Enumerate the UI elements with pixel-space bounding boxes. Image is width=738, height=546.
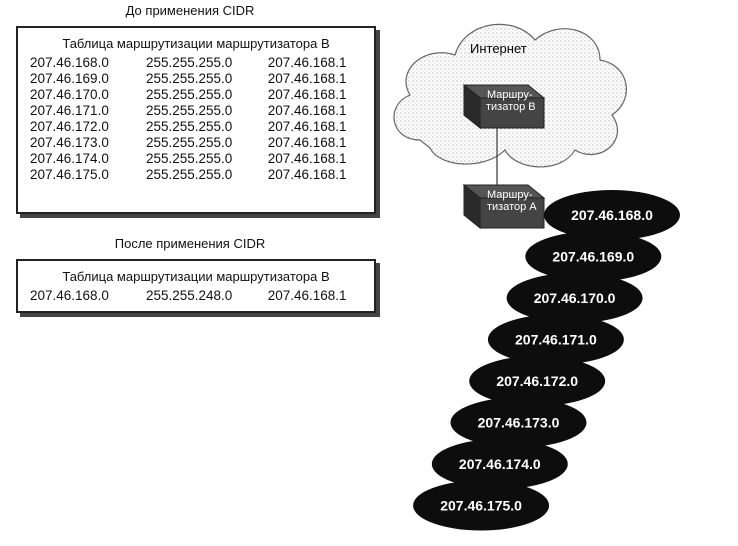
table-row: 207.46.168.0 255.255.248.0 207.46.168.1 <box>30 288 374 304</box>
subnet-ellipse <box>431 439 568 489</box>
network-address-cell: 207.46.172.0 <box>30 119 109 134</box>
subnet-1: 207.46.169.0 <box>525 231 662 282</box>
gateway-cell: 207.46.168.1 <box>267 135 347 150</box>
routing-table-after-title: Таблица маршрутизации маршрутизатора B <box>62 269 330 284</box>
subnet-mask-cell: 255.255.255.0 <box>145 55 233 70</box>
network-address-cell: 207.46.174.0 <box>30 151 109 166</box>
subnet-2: 207.46.170.0 <box>506 273 643 323</box>
subnet-6: 207.46.174.0 <box>431 439 568 489</box>
routing-table-after-rows: 207.46.168.0 255.255.248.0 207.46.168.1 <box>18 288 374 304</box>
subnet-label: 207.46.168.0 <box>571 207 653 223</box>
network-address-cell: 207.46.173.0 <box>30 135 109 150</box>
network-address-cell: 207.46.175.0 <box>30 167 109 182</box>
subnet-mask-cell: 255.255.255.0 <box>145 87 233 102</box>
gateway-cell: 207.46.168.1 <box>267 119 347 134</box>
subnet-7: 207.46.175.0 <box>413 480 550 531</box>
subnet-label: 207.46.172.0 <box>496 373 578 389</box>
gateway-cell: 207.46.168.1 <box>267 151 347 166</box>
subnet-mask-cell: 255.255.255.0 <box>145 151 233 166</box>
table-row: 207.46.171.0 255.255.255.0 207.46.168.1 <box>30 103 374 119</box>
subnet-label: 207.46.174.0 <box>459 456 541 472</box>
subnet-mask-cell: 255.255.255.0 <box>145 71 233 86</box>
subnet-4: 207.46.172.0 <box>469 356 606 406</box>
after-cidr-caption: После применения CIDR <box>114 236 266 251</box>
routing-table-before-title: Таблица маршрутизации маршрутизатора B <box>62 36 330 51</box>
routing-table-before: Таблица маршрутизации маршрутизатора B 2… <box>16 26 376 214</box>
subnet-label: 207.46.171.0 <box>515 332 597 348</box>
router-b: Маршру- тизатор B <box>462 83 546 130</box>
network-address-cell: 207.46.168.0 <box>30 288 109 303</box>
network-address-cell: 207.46.168.0 <box>30 55 109 70</box>
subnet-ellipse <box>413 480 550 531</box>
router-a-label-line2: тизатор A <box>487 201 537 213</box>
gateway-cell: 207.46.168.1 <box>267 55 347 70</box>
subnet-label: 207.46.169.0 <box>552 249 634 265</box>
router-b-label-line1: Маршру- <box>487 89 533 101</box>
subnet-mask-cell: 255.255.255.0 <box>145 103 233 118</box>
routing-table-after: Таблица маршрутизации маршрутизатора B 2… <box>16 259 376 313</box>
table-row: 207.46.169.0 255.255.255.0 207.46.168.1 <box>30 71 374 87</box>
subnet-mask-cell: 255.255.255.0 <box>145 119 233 134</box>
subnet-ellipse <box>525 231 662 282</box>
before-cidr-caption: До применения CIDR <box>125 3 255 18</box>
internet-label: Интернет <box>470 41 527 56</box>
router-a: Маршру- тизатор A <box>462 183 546 230</box>
subnet-label: 207.46.173.0 <box>478 415 560 431</box>
subnet-ellipse <box>487 314 624 365</box>
gateway-cell: 207.46.168.1 <box>267 87 347 102</box>
gateway-cell: 207.46.168.1 <box>267 71 347 86</box>
subnet-5: 207.46.173.0 <box>450 397 587 448</box>
subnet-ellipse <box>506 273 643 323</box>
table-row: 207.46.172.0 255.255.255.0 207.46.168.1 <box>30 119 374 135</box>
network-address-cell: 207.46.171.0 <box>30 103 109 118</box>
router-a-label-line1: Маршру- <box>487 189 533 201</box>
table-row: 207.46.173.0 255.255.255.0 207.46.168.1 <box>30 135 374 151</box>
table-row: 207.46.168.0 255.255.255.0 207.46.168.1 <box>30 55 374 71</box>
subnet-ellipse <box>450 397 587 448</box>
table-row: 207.46.175.0 255.255.255.0 207.46.168.1 <box>30 167 374 183</box>
subnet-mask-cell: 255.255.255.0 <box>145 167 233 182</box>
subnet-label: 207.46.170.0 <box>534 290 616 306</box>
subnet-mask-cell: 255.255.248.0 <box>145 288 233 303</box>
network-address-cell: 207.46.169.0 <box>30 71 109 86</box>
subnet-ellipse <box>544 190 680 240</box>
gateway-cell: 207.46.168.1 <box>267 288 347 303</box>
table-row: 207.46.174.0 255.255.255.0 207.46.168.1 <box>30 151 374 167</box>
subnet-label: 207.46.175.0 <box>440 498 522 514</box>
gateway-cell: 207.46.168.1 <box>267 103 347 118</box>
gateway-cell: 207.46.168.1 <box>267 167 347 182</box>
subnet-ellipse <box>469 356 606 406</box>
table-row: 207.46.170.0 255.255.255.0 207.46.168.1 <box>30 87 374 103</box>
network-address-cell: 207.46.170.0 <box>30 87 109 102</box>
subnet-0: 207.46.168.0 <box>544 190 680 240</box>
subnet-stack: 207.46.175.0 207.46.174.0 207.46.173.0 207.… <box>413 190 680 531</box>
router-b-label-line2: тизатор B <box>486 101 536 113</box>
subnet-mask-cell: 255.255.255.0 <box>145 135 233 150</box>
subnet-3: 207.46.171.0 <box>487 314 624 365</box>
